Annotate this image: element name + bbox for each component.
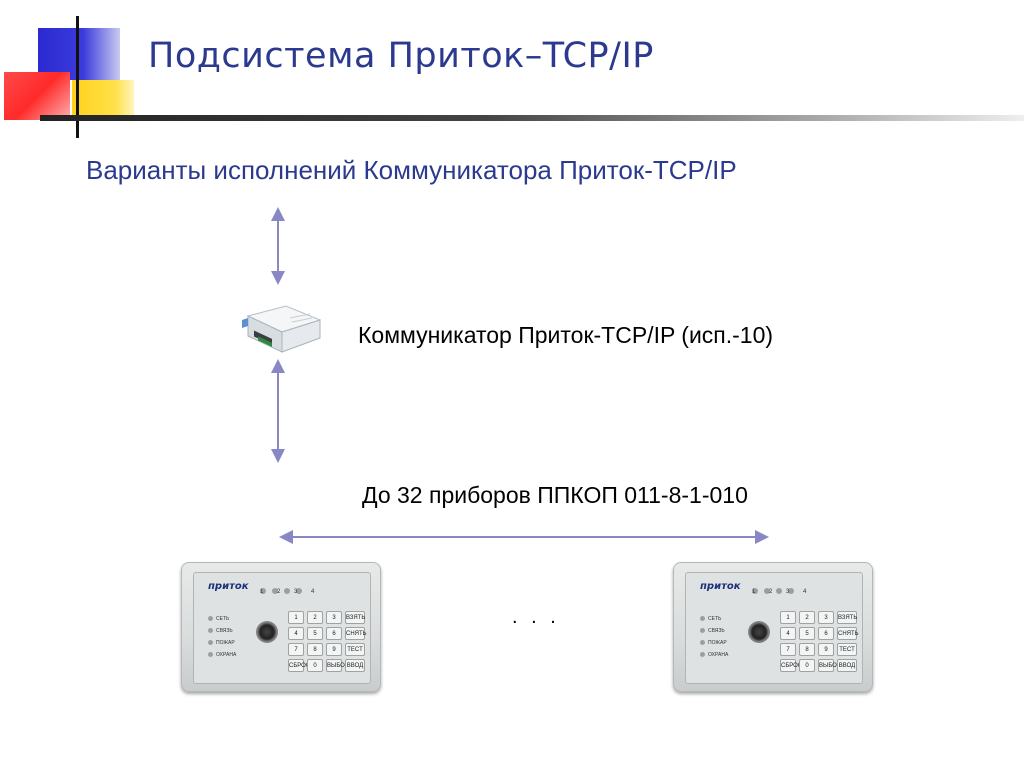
- key-button: СБРОС: [288, 659, 310, 672]
- status-label: ОХРАНА: [208, 652, 236, 658]
- key-button: СНЯТЬ: [837, 627, 859, 640]
- status-label: ОХРАНА: [700, 652, 728, 658]
- key-button: 1: [288, 611, 304, 624]
- status-label: СЕТЬ: [208, 616, 229, 622]
- key-button: 7: [288, 643, 304, 656]
- decor-blue-block: [38, 28, 120, 80]
- status-list: СЕТЬ СВЯЗЬ ПОЖАР ОХРАНА: [700, 613, 728, 661]
- title-underline: [40, 115, 1024, 121]
- status-label: СЕТЬ: [700, 616, 721, 622]
- key-reader-icon: [256, 621, 278, 643]
- key-button: 5: [307, 627, 323, 640]
- led-labels: 1 2 3 4: [260, 589, 321, 595]
- key-button: СБРОС: [780, 659, 802, 672]
- led-row: [260, 581, 308, 599]
- key-button: 3: [818, 611, 834, 624]
- key-button: 1: [780, 611, 796, 624]
- devices-label: До 32 приборов ППКОП 011-8-1-010: [362, 482, 748, 508]
- key-button: ВЗЯТЬ: [345, 611, 365, 624]
- slide-subtitle: Варианты исполнений Коммуникатора Приток…: [86, 155, 737, 185]
- status-label: СВЯЗЬ: [700, 628, 725, 634]
- led-indicator: [764, 588, 770, 594]
- key-button: 2: [799, 611, 815, 624]
- led-indicator: [752, 588, 758, 594]
- led-indicator: [260, 588, 266, 594]
- led-indicator: [776, 588, 782, 594]
- communicator-device-image: [242, 305, 322, 353]
- key-button: 8: [799, 643, 815, 656]
- more-devices-ellipsis: . . .: [512, 606, 560, 628]
- led-indicator: [284, 588, 290, 594]
- device-brand-logo: приток: [208, 581, 249, 592]
- decor-vertical-line: [76, 16, 79, 138]
- key-button: ВЫБОР: [818, 659, 841, 672]
- key-button: 3: [326, 611, 342, 624]
- key-button: 4: [780, 627, 796, 640]
- keypad-face: приток 1 2 3 4 СЕТЬ СВЯЗЬ ПОЖАР ОХРАНА 1…: [685, 572, 863, 684]
- key-button: ВВОД: [345, 659, 365, 672]
- keypad-face: приток 1 2 3 4 СЕТЬ СВЯЗЬ ПОЖАР ОХРАНА 1…: [193, 572, 371, 684]
- led-row: [752, 581, 800, 599]
- keypad-keys: 1 2 3 ВЗЯТЬ 4 5 6 СНЯТЬ 7 8 9 ТЕСТ СБРОС…: [288, 611, 367, 672]
- status-label: СВЯЗЬ: [208, 628, 233, 634]
- key-button: 4: [288, 627, 304, 640]
- keypad-keys: 1 2 3 ВЗЯТЬ 4 5 6 СНЯТЬ 7 8 9 ТЕСТ СБРОС…: [780, 611, 859, 672]
- decor-red-block: [4, 72, 70, 120]
- communicator-label: Коммуникатор Приток-TCP/IP (исп.-10): [358, 322, 774, 348]
- key-button: ВВОД: [837, 659, 857, 672]
- slide-title: Подсистема Приток–TCP/IP: [148, 36, 654, 76]
- key-button: 6: [818, 627, 834, 640]
- key-button: ВЫБОР: [326, 659, 349, 672]
- led-indicator: [272, 588, 278, 594]
- decor-yellow-block: [72, 80, 134, 118]
- led-indicator: [296, 588, 302, 594]
- key-button: ТЕСТ: [345, 643, 365, 656]
- led-labels: 1 2 3 4: [752, 589, 813, 595]
- led-indicator: [788, 588, 794, 594]
- key-button: 7: [780, 643, 796, 656]
- keypad-device-last: приток 1 2 3 4 СЕТЬ СВЯЗЬ ПОЖАР ОХРАНА 1…: [673, 562, 873, 692]
- status-label: ПОЖАР: [208, 640, 235, 646]
- key-button: 5: [799, 627, 815, 640]
- key-button: 0: [307, 659, 323, 672]
- device-brand-logo: приток: [700, 581, 741, 592]
- keypad-device-first: приток 1 2 3 4 СЕТЬ СВЯЗЬ ПОЖАР ОХРАНА 1…: [181, 562, 381, 692]
- key-button: 8: [307, 643, 323, 656]
- key-button: 9: [326, 643, 342, 656]
- status-list: СЕТЬ СВЯЗЬ ПОЖАР ОХРАНА: [208, 613, 236, 661]
- key-button: 9: [818, 643, 834, 656]
- key-reader-icon: [748, 621, 770, 643]
- status-label: ПОЖАР: [700, 640, 727, 646]
- key-button: СНЯТЬ: [345, 627, 367, 640]
- key-button: 0: [799, 659, 815, 672]
- key-button: 6: [326, 627, 342, 640]
- key-button: ВЗЯТЬ: [837, 611, 857, 624]
- key-button: 2: [307, 611, 323, 624]
- key-button: ТЕСТ: [837, 643, 857, 656]
